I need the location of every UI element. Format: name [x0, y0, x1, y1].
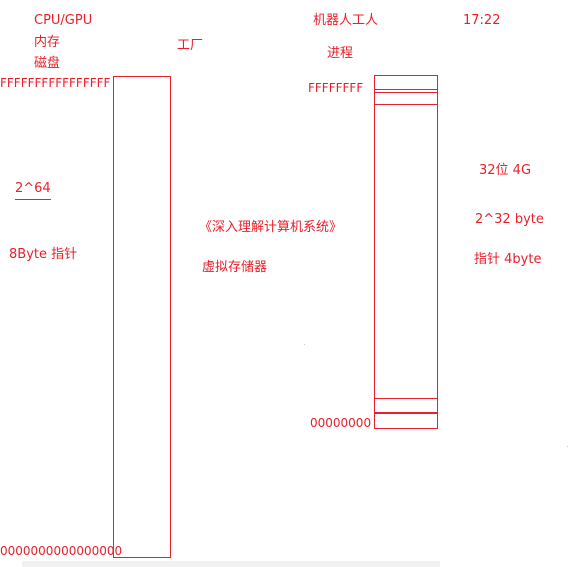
cpu-gpu-label: CPU/GPU	[34, 13, 93, 28]
robot-worker-label: 机器人工人	[313, 13, 379, 28]
left-power-label: 2^64	[15, 181, 51, 200]
right-memory-box	[374, 75, 438, 429]
bits-label: 32位 4G	[479, 163, 532, 178]
virtual-memory-label: 虚拟存储器	[202, 260, 268, 275]
left-address-bottom: 0000000000000000	[0, 544, 123, 558]
right-top-segment	[374, 75, 438, 90]
left-memory-box	[113, 76, 171, 558]
factory-label: 工厂	[177, 38, 204, 53]
memory-label: 内存	[34, 35, 61, 50]
left-pointer-label: 8Byte 指针	[9, 247, 78, 262]
left-address-top: FFFFFFFFFFFFFFFF	[0, 76, 111, 90]
right-pointer-label: 指针 4byte	[474, 252, 542, 267]
process-label: 进程	[327, 46, 354, 61]
right-power-label: 2^32 byte	[475, 212, 544, 227]
right-address-top: FFFFFFFF	[308, 81, 364, 95]
time-label: 17:22	[463, 13, 501, 28]
disk-label: 磁盘	[34, 56, 61, 71]
right-bottom-segment	[374, 413, 438, 429]
right-lower-segment	[374, 398, 438, 413]
stray-dot	[567, 446, 568, 447]
right-second-segment	[374, 92, 438, 105]
book-title: 《深入理解计算机系统》	[199, 220, 343, 235]
stray-dot	[304, 344, 305, 345]
bottom-scroll-strip	[22, 561, 440, 567]
right-address-bottom: 00000000	[310, 416, 372, 430]
